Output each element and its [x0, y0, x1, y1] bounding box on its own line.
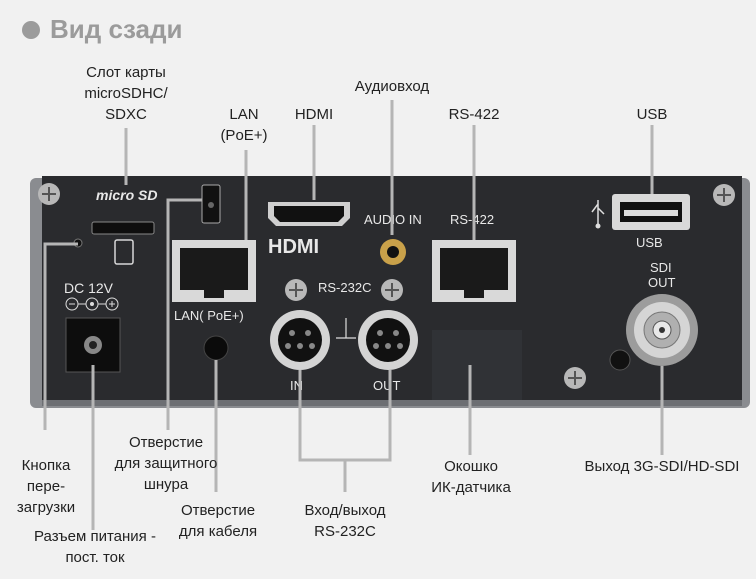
callout-sdi-out: Выход 3G-SDI/HD-SDI	[584, 458, 740, 475]
leader-lines	[43, 100, 664, 530]
callout-audio-in: Аудиовход	[354, 78, 430, 95]
dc-label: DC 12V	[64, 280, 114, 296]
callout-line: шнура	[143, 476, 189, 493]
microsd-slot[interactable]	[91, 221, 155, 235]
screw-icon	[381, 279, 403, 301]
callout-security-hole: Отверстие для защитного шнура	[104, 432, 228, 495]
rs232c-label: RS-232C	[318, 280, 371, 295]
rs422-label: RS-422	[450, 212, 494, 227]
bullet-icon	[22, 20, 40, 39]
callout-lan: LAN (PoE+)	[212, 104, 276, 146]
callout-line: Слот карты	[86, 64, 166, 81]
sdi-out-connector[interactable]	[626, 294, 698, 366]
callout-line: Вход/выход	[304, 502, 386, 519]
screw-icon	[38, 183, 60, 205]
callout-microsd-slot: Слот карты microSDHC/ SDXC	[72, 62, 180, 125]
callout-line: LAN	[229, 106, 259, 123]
callout-line: Отверстие	[180, 502, 256, 519]
hdmi-logo: HDMI	[268, 236, 319, 258]
callout-line: microSDHC/	[84, 85, 168, 102]
callout-power-jack: Разъем питания - пост. ток	[20, 526, 170, 568]
sdi-label-2: OUT	[648, 275, 676, 290]
callout-line: RS-232C	[314, 523, 376, 540]
microsd-logo: micro SD	[96, 187, 157, 203]
polarity-icon	[65, 297, 119, 311]
cable-hole	[203, 335, 229, 361]
callout-line: для кабеля	[178, 523, 258, 540]
screw-icon	[713, 184, 735, 206]
callout-line: Окошко	[444, 458, 498, 475]
callout-line: пере-	[26, 478, 66, 495]
usb-icon	[591, 200, 605, 229]
rs232-out-label: OUT	[373, 378, 401, 393]
sd-card-icon	[114, 239, 134, 265]
ground-screw	[609, 349, 631, 371]
usb-label: USB	[636, 235, 663, 250]
rs232c-out-port[interactable]	[358, 310, 418, 370]
callout-rs232c-io: Вход/выход RS-232C	[296, 500, 394, 542]
callout-line: пост. ток	[65, 549, 125, 566]
callout-line: Кнопка	[21, 457, 71, 474]
callout-ir-window: Окошко ИК-датчика	[424, 456, 518, 498]
callout-rs422: RS-422	[448, 106, 500, 123]
callout-line: для защитного	[114, 455, 218, 472]
title-text: Вид сзади	[50, 14, 183, 44]
screw-icon	[564, 367, 586, 389]
callout-line: Разъем питания -	[34, 528, 156, 545]
sdi-label-1: SDI	[650, 260, 672, 275]
callout-line: Отверстие	[128, 434, 204, 451]
callout-line: ИК-датчика	[431, 479, 511, 496]
callout-hdmi: HDMI	[294, 106, 334, 123]
callout-usb: USB	[636, 106, 668, 123]
screw-icon	[285, 279, 307, 301]
ir-window	[432, 330, 522, 400]
lan-label: LAN( PoE+)	[174, 308, 244, 323]
callout-line: SDXC	[105, 106, 147, 123]
callout-cable-hole: Отверстие для кабеля	[172, 500, 264, 542]
callout-reset-button: Кнопка пере- загрузки	[8, 455, 84, 518]
callout-line: загрузки	[16, 499, 76, 516]
rs232c-in-port[interactable]	[270, 310, 330, 370]
page-title: Вид сзади	[22, 14, 182, 45]
callout-line: (PoE+)	[220, 127, 268, 144]
